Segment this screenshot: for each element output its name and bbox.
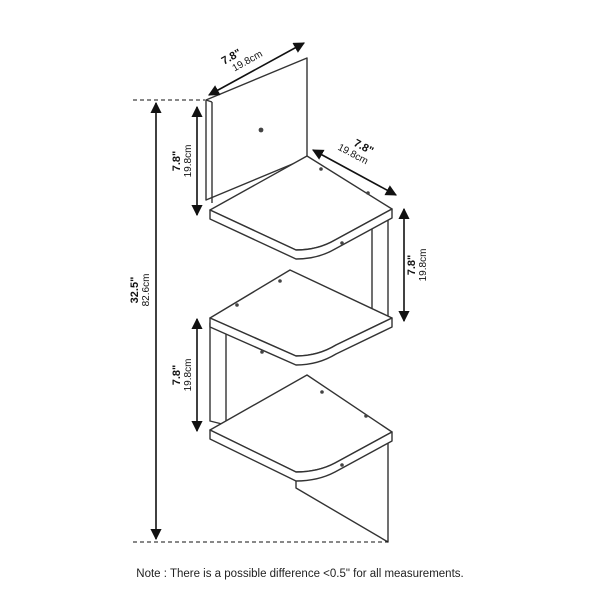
shelf-depth-arrow xyxy=(312,149,397,196)
back-width-arrow xyxy=(208,42,305,96)
shelf-2-top xyxy=(209,269,393,357)
side-panel-left xyxy=(209,322,227,426)
total-height-inch-label: 32.5" xyxy=(129,277,141,304)
shelf-1-front xyxy=(209,208,393,260)
dimension-lines xyxy=(133,42,410,543)
gap-lower-left-inch-label: 7.8" xyxy=(171,365,183,386)
corner-shelf-illustration xyxy=(205,57,393,543)
mount-hole xyxy=(258,127,264,133)
shelf-2-front xyxy=(209,317,393,366)
gap-right-inch-label: 7.8" xyxy=(406,255,418,276)
total-height-cm-label: 82.6cm xyxy=(141,274,152,307)
shelf-3-front xyxy=(209,429,393,482)
measurement-note: Note : There is a possible difference <0… xyxy=(136,568,464,580)
gap-right-cm-label: 19.8cm xyxy=(418,249,429,282)
gap-upper-left-cm-label: 19.8cm xyxy=(183,145,194,178)
gap-lower-left-cm-label: 19.8cm xyxy=(183,359,194,392)
gap-upper-left-inch-label: 7.8" xyxy=(171,151,183,172)
back-panel-edge-top xyxy=(205,99,213,103)
